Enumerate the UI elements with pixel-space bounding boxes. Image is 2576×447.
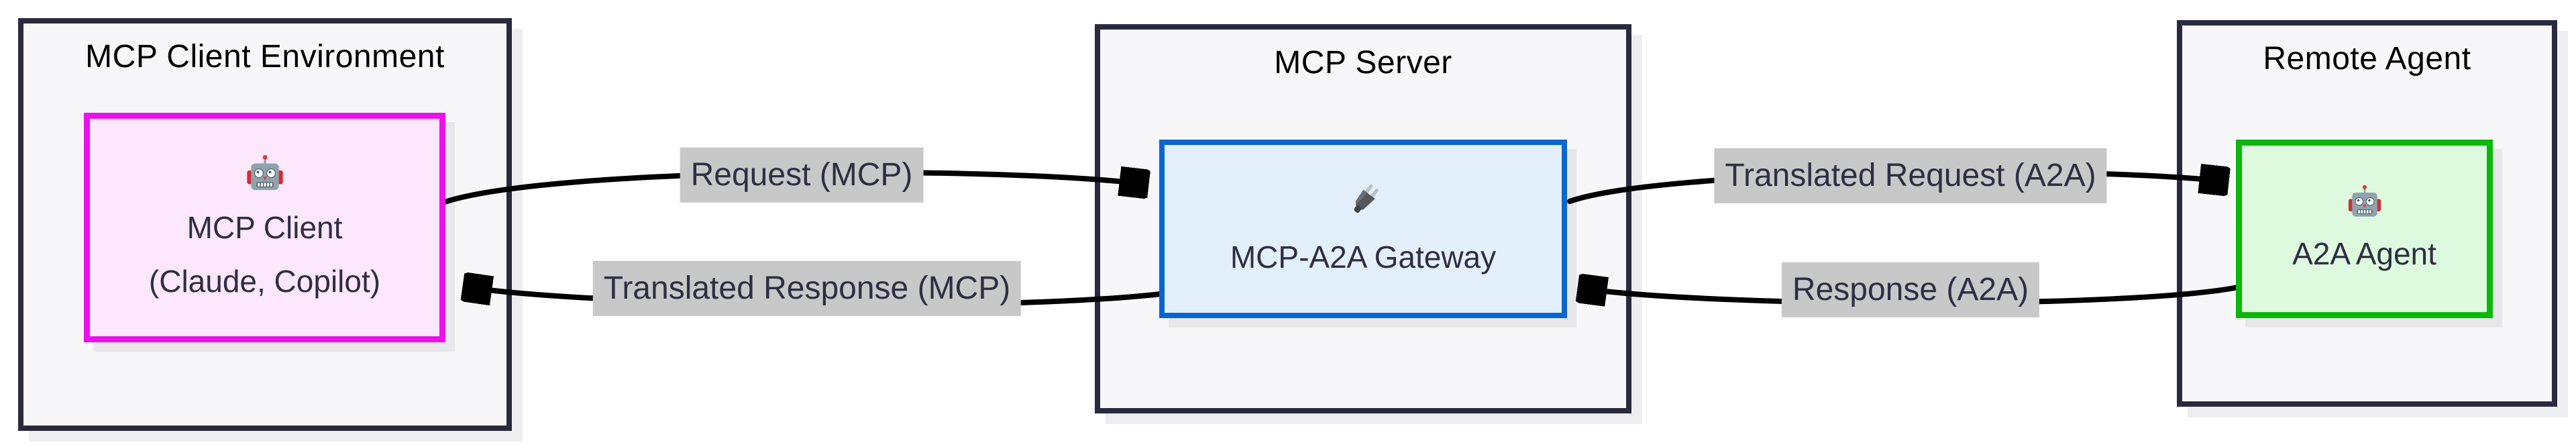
node-mcp-client: MCP Client (Claude, Copilot) — [84, 113, 445, 342]
node-sublabel: (Claude, Copilot) — [148, 264, 381, 299]
group-title-mcp-client-environment: MCP Client Environment — [85, 39, 445, 74]
plug-icon — [1341, 180, 1385, 224]
group-title-mcp-server: MCP Server — [1274, 45, 1452, 81]
node-label: MCP Client — [186, 209, 343, 245]
edge-label-response-a2a: Response (A2A) — [1781, 262, 2040, 318]
robot-icon — [244, 153, 286, 195]
edge-label-translated-response-mcp: Translated Response (MCP) — [592, 260, 1022, 317]
node-a2a-agent: A2A Agent — [2236, 140, 2493, 318]
group-title-remote-agent: Remote Agent — [2263, 41, 2471, 77]
node-label: A2A Agent — [2292, 236, 2436, 271]
node-label: MCP-A2A Gateway — [1230, 239, 1497, 275]
node-mcp-a2a-gateway: MCP-A2A Gateway — [1159, 140, 1567, 318]
edge-label-request-mcp: Request (MCP) — [680, 147, 924, 203]
edge-label-translated-request-a2a: Translated Request (A2A) — [1714, 148, 2107, 204]
robot-icon — [2346, 183, 2383, 221]
